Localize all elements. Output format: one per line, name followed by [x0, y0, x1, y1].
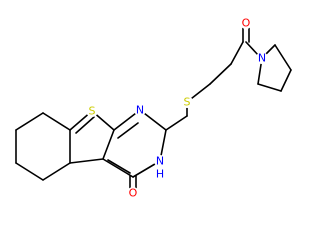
bond — [15, 162, 44, 181]
atom-label: S — [89, 105, 96, 118]
bond — [42, 112, 71, 131]
amide-oxygen-atom: O — [240, 17, 252, 30]
bond — [209, 63, 232, 85]
ring-sulfur-atom: S — [86, 105, 98, 118]
bond — [165, 115, 188, 131]
bond — [280, 69, 292, 92]
atom-labels: S N N H O S O N — [86, 17, 268, 200]
bond — [75, 116, 95, 134]
bond — [69, 158, 104, 164]
bond — [117, 122, 139, 139]
atom-label: S — [184, 96, 191, 109]
atom-label: H — [156, 168, 164, 181]
bond — [245, 41, 260, 57]
thioether-sulfur-atom: S — [181, 96, 193, 109]
bond — [15, 112, 44, 131]
carbonyl-oxygen-atom: O — [127, 187, 139, 200]
molecule-structure-diagram: S N N H O S O N — [15, 17, 292, 200]
bond — [230, 41, 244, 65]
ring-nh-atom: N H — [154, 155, 166, 181]
atom-label: N — [156, 155, 164, 168]
bond — [257, 83, 282, 92]
bond — [42, 162, 71, 181]
bond — [102, 129, 115, 160]
atom-label: N — [258, 52, 266, 65]
bond — [102, 158, 134, 178]
atom-label: O — [129, 187, 138, 200]
bond — [274, 44, 292, 71]
bond — [107, 159, 131, 174]
ring-nitrogen-atom: N — [134, 104, 146, 117]
pyrrolidine-nitrogen-atom: N — [256, 52, 268, 65]
bond-lines — [15, 27, 292, 189]
atom-label: N — [136, 104, 144, 117]
atom-label: O — [242, 17, 251, 30]
